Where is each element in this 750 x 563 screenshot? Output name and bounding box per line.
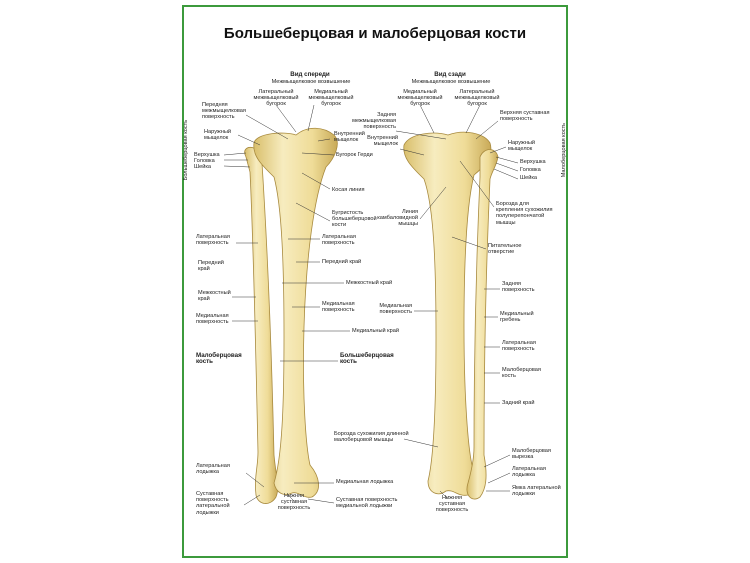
back-med-condyle-label: Внутренний мыщелок bbox=[367, 135, 398, 148]
back-lat-tubercle-label: Латеральный межмыщелковый бугорок bbox=[454, 89, 500, 108]
back-malleolar-fossa-label: Ямка латеральной лодыжки bbox=[512, 485, 561, 498]
poster-title: Большеберцовая и малоберцовая кости bbox=[223, 25, 527, 42]
back-lat-malleolus-label: Латеральная лодыжка bbox=[512, 466, 546, 479]
back-med-tubercle-label: Медиальный межмыщелковый бугорок bbox=[397, 89, 443, 108]
back-soleal-line-label: Линия камбаловидной мышцы bbox=[377, 209, 418, 228]
back-leader-lines bbox=[395, 104, 519, 500]
back-fibular-notch-label: Малоберцовая вырезка bbox=[512, 448, 551, 461]
back-post-surface-label: Задняя поверхность bbox=[502, 281, 535, 294]
front-med-malleolar-surface-label: Суставная поверхность медиальной лодыжки bbox=[336, 497, 398, 510]
front-fib-apex-label: Верхушка bbox=[194, 152, 220, 158]
front-fibula bbox=[244, 147, 279, 504]
front-med-condyle-label: Внутренний мыщелок bbox=[334, 131, 365, 144]
back-fibula bbox=[466, 149, 499, 500]
back-view-label: Вид сзади bbox=[434, 71, 466, 78]
front-tuberosity-label: Бугристость большеберцовой кости bbox=[332, 210, 377, 229]
front-lat-malleolus-label: Латеральная лодыжка bbox=[196, 463, 230, 476]
front-fib-lat-surface-label: Латеральная поверхность bbox=[196, 234, 230, 247]
front-gerdy-label: Бугорок Герди bbox=[336, 152, 373, 158]
back-peroneus-groove-label: Борозда сухожилия длинной малоберцовой м… bbox=[334, 431, 409, 444]
back-eminence-label: Межмыщелковое возвышение bbox=[411, 79, 491, 85]
anatomy-poster: Большеберцовая и малоберцовая кости bbox=[182, 5, 568, 558]
front-fib-neck-label: Шейка bbox=[194, 164, 212, 170]
front-med-malleolus-label: Медиальная лодыжка bbox=[336, 479, 394, 485]
back-medial-crest-label: Медиальный гребень bbox=[500, 311, 534, 324]
front-view-label: Вид спереди bbox=[290, 71, 330, 78]
back-med-surface-label: Медиальная поверхность bbox=[379, 303, 412, 316]
front-fib-med-surface-label: Медиальная поверхность bbox=[196, 313, 229, 326]
back-side-vertical-label: Малоберцовая кость bbox=[560, 122, 567, 178]
front-lat-tubercle-label: Латеральный межмыщелковый бугорок bbox=[253, 89, 299, 108]
front-tibia bbox=[253, 127, 338, 498]
front-lat-condyle-label: Наружный мыщелок bbox=[204, 129, 232, 142]
front-med-tubercle-label: Медиальный межмыщелковый бугорок bbox=[308, 89, 354, 108]
front-ant-intercond-label: Передняя межмыщелковая поверхность bbox=[202, 102, 246, 121]
front-side-vertical-label: Большеберцовая кость bbox=[182, 119, 189, 181]
back-fib-head-label: Головка bbox=[520, 167, 541, 173]
back-lat-surface-label: Латеральная поверхность bbox=[502, 340, 536, 353]
front-leader-lines bbox=[223, 104, 350, 506]
front-tib-med-surface-label: Медиальная поверхность bbox=[322, 301, 355, 314]
back-nutrient-foramen-label: Питательное отверстие bbox=[488, 243, 522, 256]
back-post-intercond-label: Задняя межмыщелковая поверхность bbox=[352, 112, 396, 131]
front-tib-med-border-label: Медиальный край bbox=[352, 328, 399, 334]
front-tib-lat-surface-label: Латеральная поверхность bbox=[322, 234, 356, 247]
back-sup-articular-label: Верхняя суставная поверхность bbox=[500, 110, 550, 123]
front-fib-head-label: Головка bbox=[194, 158, 215, 164]
front-tib-ant-border-label: Передний край bbox=[322, 259, 362, 265]
front-fibula-label: Малоберцовая кость bbox=[196, 352, 242, 366]
front-lat-malleolar-surface-label: Суставная поверхность латеральной лодыжк… bbox=[196, 491, 230, 516]
back-lat-condyle-label: Наружный мыщелок bbox=[508, 140, 536, 153]
front-eminence-label: Межмыщелковое возвышение bbox=[271, 79, 351, 85]
back-fib-apex-label: Верхушка bbox=[520, 159, 546, 165]
back-fibula-label: Малоберцовая кость bbox=[502, 367, 541, 380]
front-fib-ant-border-label: Передний край bbox=[198, 260, 224, 273]
back-popliteus-groove-label: Борозда для крепления сухожилия полупере… bbox=[496, 201, 553, 226]
back-inf-articular-label: Нижняя суставная поверхность bbox=[435, 495, 469, 514]
front-inf-articular-label: Нижняя суставная поверхность bbox=[277, 493, 311, 512]
bone-illustration bbox=[223, 104, 519, 506]
back-post-border-label: Задний край bbox=[502, 400, 535, 406]
front-interosseous-label: Межкостный край bbox=[346, 280, 393, 286]
back-fib-neck-label: Шейка bbox=[520, 175, 538, 181]
front-fib-interosseous-label: Межкостный край bbox=[198, 290, 231, 303]
front-oblique-label: Косая линия bbox=[332, 187, 365, 193]
front-tibia-label: Большеберцовая кость bbox=[340, 352, 394, 366]
